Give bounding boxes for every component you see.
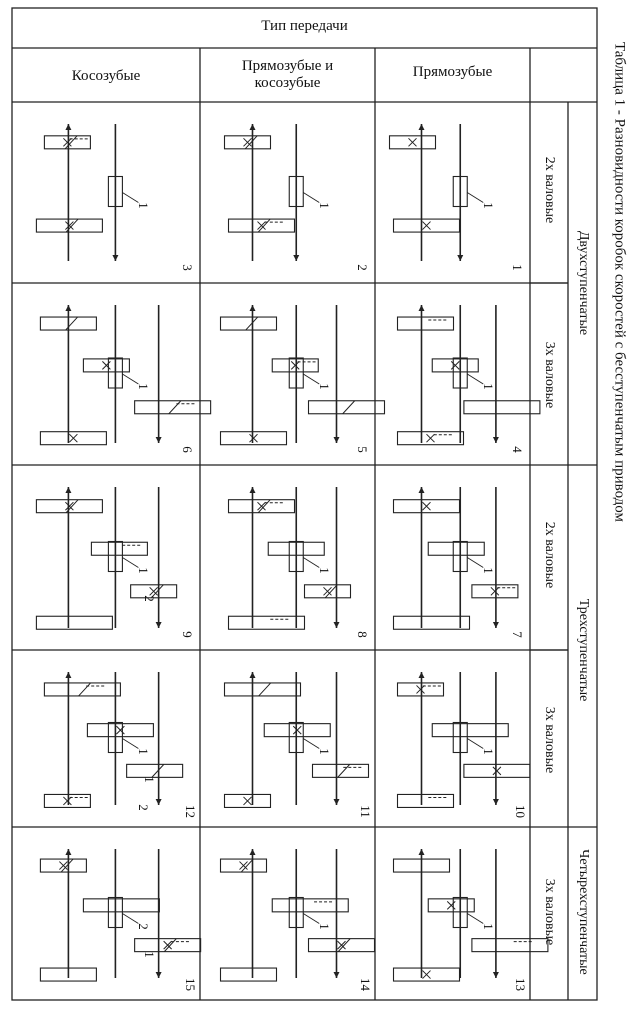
- diagram-number: 15: [183, 978, 198, 991]
- gearbox-scheme-2: [223, 124, 320, 261]
- gearbox-scheme-12: [43, 672, 184, 809]
- diagram-number: 13: [513, 978, 528, 991]
- diagram-number: 14: [358, 978, 373, 991]
- part-label: 1: [136, 383, 152, 390]
- diagram-number: 7: [509, 631, 525, 638]
- part-label: 1: [142, 775, 158, 783]
- diagram-number: 1: [509, 264, 525, 271]
- column-header-spur: Прямозубые: [412, 64, 493, 80]
- part-label: 1: [136, 566, 152, 574]
- diagram-number: 12: [183, 805, 198, 818]
- part-label: 1: [481, 566, 496, 574]
- diagram-number: 4: [509, 446, 525, 453]
- part-label: 1: [136, 201, 152, 209]
- part-label: 2: [142, 594, 158, 602]
- header-top: Тип передачи: [261, 18, 348, 34]
- part-label: 1: [317, 566, 332, 574]
- diagram-number: 3: [179, 264, 195, 271]
- gearbox-scheme-14: [219, 849, 376, 982]
- gearbox-scheme-4: [396, 305, 541, 446]
- gearbox-scheme-10: [396, 672, 531, 809]
- part-label: 1: [136, 747, 152, 755]
- part-label: 1: [142, 950, 158, 958]
- gearbox-scheme-13: [392, 849, 549, 982]
- gearbox-scheme-8: [227, 487, 352, 630]
- part-label: 2: [136, 803, 152, 811]
- diagram-number: 10: [513, 805, 528, 818]
- gearbox-scheme-3: [35, 124, 139, 261]
- diagram-number: 11: [357, 805, 373, 818]
- part-label: 1: [317, 201, 332, 209]
- part-label: 1: [317, 747, 332, 755]
- diagram-number: 2: [354, 264, 370, 271]
- part-label: 1: [481, 747, 496, 755]
- part-label: 1: [317, 383, 332, 390]
- part-label: 2: [136, 922, 152, 930]
- part-label: 1: [481, 383, 496, 390]
- column-header-helical: Косозубые: [71, 68, 141, 84]
- part-label: 1: [481, 201, 496, 209]
- diagram-number: 8: [354, 631, 370, 638]
- gearbox-scheme-15: [39, 849, 202, 982]
- part-label: 1: [481, 922, 496, 930]
- gearbox-scheme-5: [219, 305, 386, 446]
- diagram-number: 5: [354, 446, 370, 453]
- diagram-number: 9: [179, 631, 195, 638]
- gearbox-scheme-9: [35, 487, 178, 630]
- diagram-number: 6: [179, 446, 195, 453]
- gearbox-scheme-7: [392, 487, 519, 630]
- gearbox-scheme-11: [223, 672, 370, 809]
- column-header-mixed: Прямозубые и косозубые: [241, 58, 334, 92]
- part-label: 1: [317, 922, 332, 930]
- gearbox-scheme-6: [39, 305, 212, 446]
- gearbox-scheme-1: [388, 124, 484, 261]
